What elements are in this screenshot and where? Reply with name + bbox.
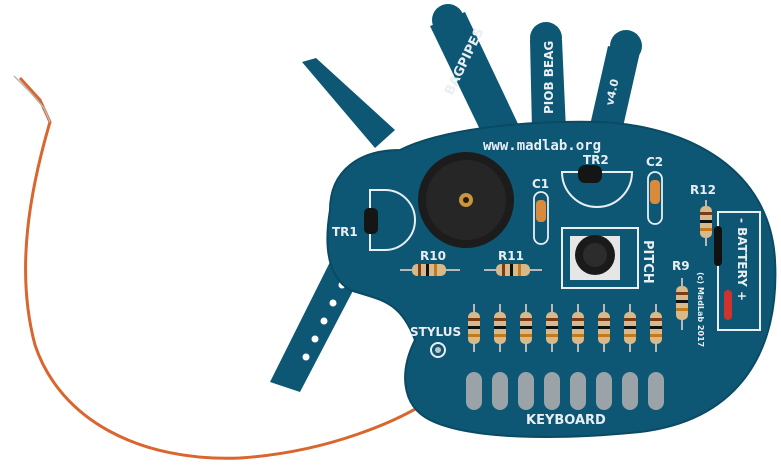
label-pitch: PITCH [640,240,655,284]
resistor-r11 [484,264,542,276]
piezo-buzzer [418,152,514,248]
label-r10: R10 [420,249,446,263]
arm-hole [311,335,319,343]
label-r11: R11 [498,249,524,263]
keyboard-resistor [624,304,636,352]
tr2-transistor [578,165,602,183]
stylus-wire [18,76,440,460]
keyboard-pad [544,372,560,410]
battery-wire-black [714,226,722,266]
keyboard-resistor [650,304,662,352]
keyboard-pad [466,372,482,410]
c2-outline [647,171,663,225]
keyboard-pad [622,372,638,410]
arm-hole [320,317,328,325]
label-r12: R12 [690,183,716,197]
tr1-outline [369,189,416,251]
resistor-r12 [700,200,712,246]
label-piob-beag: PIOB BEAG [542,41,556,114]
pitch-outline [561,227,639,289]
battery-outline [717,211,761,331]
label-tr2: TR2 [583,153,609,167]
label-c2: C2 [646,155,663,169]
c1-capacitor [536,200,546,222]
drone-pipe-2 [530,40,566,130]
resistor-r9 [676,278,688,330]
label-tr1: TR1 [332,225,358,239]
keyboard-resistor [572,304,584,352]
keyboard-pad [648,372,664,410]
resistor-r10 [400,264,460,276]
board-spike-top [302,58,395,148]
arm-hole [302,353,310,361]
keyboard-resistor [520,304,532,352]
circuit-board [270,4,777,438]
battery-wire-red [724,290,732,320]
label-battery: - BATTERY + [735,218,749,301]
wire-tip [13,75,51,123]
keyboard-resistors [468,304,662,352]
label-version: v4.0 [603,78,621,107]
tr1-transistor [364,208,378,234]
c1-outline [533,191,549,245]
keyboard-resistor [598,304,610,352]
keyboard-pad [596,372,612,410]
keyboard-resistor [468,304,480,352]
keyboard-resistor [546,304,558,352]
label-keyboard: KEYBOARD [526,413,606,428]
keyboard-pad [492,372,508,410]
tr2-outline [560,171,634,208]
keyboard-pad [518,372,534,410]
keyboard-pad [570,372,586,410]
c2-capacitor [650,180,660,204]
drone-pipe-3 [588,46,640,140]
label-r9: R9 [672,259,690,273]
label-copyright: (c) MadLab 2017 [696,272,705,347]
arm-hole [329,299,337,307]
label-stylus: STYLUS [410,325,461,339]
label-url: www.madlab.org [483,138,601,154]
drone-pipe-1 [430,12,520,140]
keyboard-pads [466,372,664,410]
stylus-pad [430,342,446,358]
label-c1: C1 [532,177,549,191]
keyboard-resistor [494,304,506,352]
